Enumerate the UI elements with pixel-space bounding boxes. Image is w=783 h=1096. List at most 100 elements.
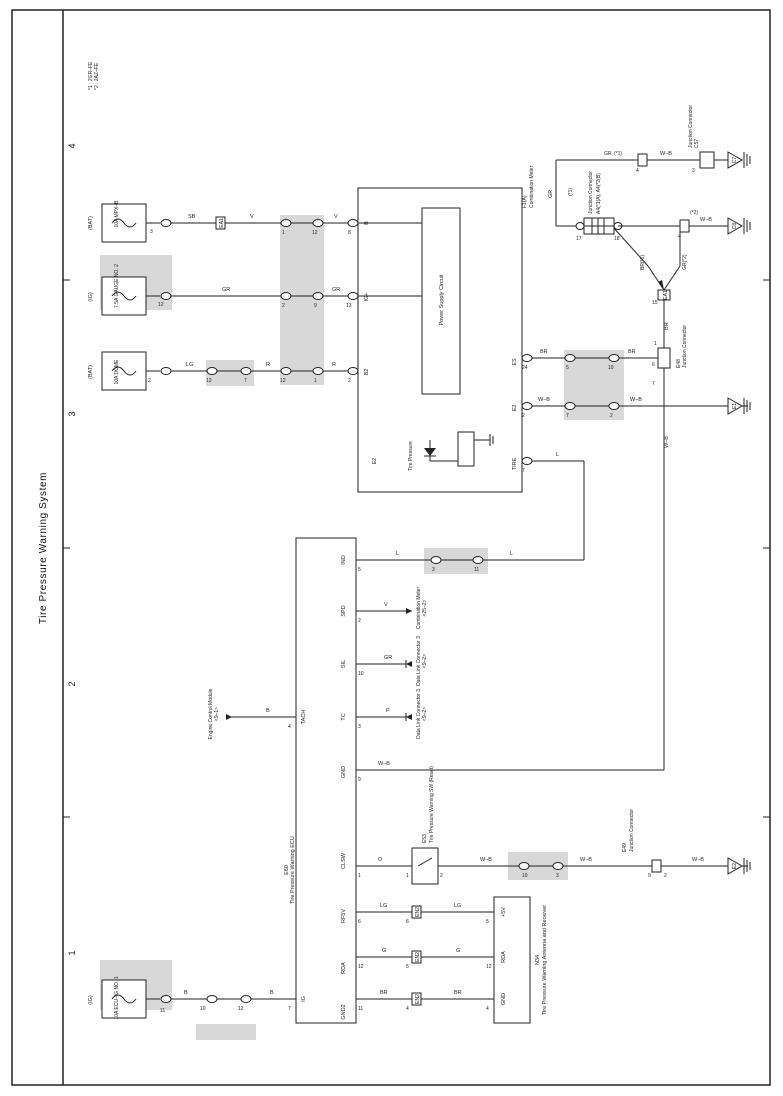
svg-text:10: 10 bbox=[522, 873, 528, 879]
svg-text:2: 2 bbox=[348, 378, 351, 384]
combination-meter: F1(A) Combination Meter Power Supply Cir… bbox=[357, 165, 535, 493]
svg-text:3: 3 bbox=[150, 229, 153, 235]
wire-gnd2: 11 EN2 4 BR BR 4 bbox=[356, 990, 494, 1012]
svg-text:2: 2 bbox=[664, 873, 667, 879]
svg-text:7: 7 bbox=[288, 1006, 291, 1012]
svg-text:Power Supply Circuit: Power Supply Circuit bbox=[439, 274, 445, 326]
svg-text:W–B: W–B bbox=[692, 857, 704, 863]
svg-text:GR(*2): GR(*2) bbox=[682, 254, 688, 270]
svg-text:3: 3 bbox=[432, 567, 435, 573]
wire-b: EA1 1 12 8 SB V V bbox=[171, 214, 422, 236]
wire-clsw: 1 O 1 2 E53 Tire Pressure Warning SW (Re… bbox=[356, 766, 751, 885]
svg-text:GND: GND bbox=[341, 766, 347, 778]
svg-text:IG+: IG+ bbox=[364, 292, 370, 301]
svg-text:10A DOME: 10A DOME bbox=[114, 359, 120, 385]
svg-text:R: R bbox=[266, 362, 270, 368]
svg-text:BR: BR bbox=[454, 990, 462, 996]
svg-text:2: 2 bbox=[610, 413, 613, 419]
svg-text:W–B: W–B bbox=[580, 857, 592, 863]
svg-text:(IG): (IG) bbox=[88, 292, 94, 302]
svg-text:Combination Meter: Combination Meter bbox=[416, 587, 422, 630]
svg-text:1: 1 bbox=[654, 341, 657, 347]
svg-text:CLSW: CLSW bbox=[341, 852, 347, 869]
svg-text:W–B: W–B bbox=[378, 761, 390, 767]
svg-text:11: 11 bbox=[474, 567, 479, 573]
svg-text:2: 2 bbox=[522, 413, 525, 419]
page-frame bbox=[11, 9, 771, 1086]
svg-text:+5V: +5V bbox=[501, 907, 507, 917]
svg-text:5: 5 bbox=[566, 365, 569, 371]
svg-text:Junction Connector: Junction Connector bbox=[588, 171, 594, 214]
svg-text:11: 11 bbox=[358, 1006, 363, 1012]
svg-text:O: O bbox=[378, 857, 383, 863]
svg-text:E60: E60 bbox=[284, 865, 290, 875]
svg-text:LG: LG bbox=[186, 362, 193, 368]
svg-text:C7: C7 bbox=[732, 157, 738, 164]
ground-c8: 4 W–B (*2) C8 bbox=[618, 210, 751, 240]
zone-label-1: 1 bbox=[67, 950, 77, 955]
svg-text:5: 5 bbox=[358, 567, 361, 573]
svg-text:RDA: RDA bbox=[501, 951, 507, 963]
tire-pin: 7 bbox=[521, 457, 533, 474]
svg-text:9: 9 bbox=[358, 777, 361, 783]
wire-ind: 5 3 11 L L L bbox=[356, 452, 585, 573]
svg-text:GR: GR bbox=[222, 287, 230, 293]
svg-text:Tire Pressure Warning ECU: Tire Pressure Warning ECU bbox=[290, 836, 296, 904]
svg-text:B: B bbox=[270, 990, 274, 996]
svg-text:EN2: EN2 bbox=[415, 994, 421, 1004]
svg-text:(*2): (*2) bbox=[690, 210, 698, 216]
zone-ticks bbox=[63, 279, 770, 818]
svg-text:L: L bbox=[396, 551, 399, 557]
svg-text:9: 9 bbox=[648, 873, 651, 879]
svg-text:3: 3 bbox=[692, 168, 695, 174]
svg-text:EN2: EN2 bbox=[415, 952, 421, 962]
svg-text:<9–2>: <9–2> bbox=[422, 707, 428, 721]
fuse-gauge: (IG) 7.5A GAUGE NO. 2 12 bbox=[88, 264, 172, 316]
svg-text:EN2: EN2 bbox=[415, 907, 421, 917]
svg-text:GR: GR bbox=[604, 151, 612, 157]
svg-text:E49: E49 bbox=[622, 843, 628, 852]
svg-text:E2: E2 bbox=[372, 458, 378, 464]
zone-label-4: 4 bbox=[67, 143, 77, 148]
svg-text:SPD: SPD bbox=[341, 605, 347, 616]
svg-text:Data Link Connector 3: Data Link Connector 3 bbox=[416, 689, 422, 739]
junction-connector-a4: 17 18 Junction Connector A4(*1(A), A4(*2… bbox=[548, 151, 638, 242]
svg-text:15: 15 bbox=[652, 300, 658, 306]
svg-text:N34: N34 bbox=[535, 955, 541, 965]
wire-e2: 2 7 2 W–B W–B E1 W–B bbox=[521, 397, 751, 448]
svg-text:V: V bbox=[384, 602, 388, 608]
svg-text:12: 12 bbox=[358, 964, 364, 970]
wire-b2: 13 7 12 1 2 LG R R bbox=[171, 362, 359, 384]
svg-text:BR: BR bbox=[540, 349, 548, 355]
svg-text:B2: B2 bbox=[364, 369, 370, 376]
svg-text:EA1: EA1 bbox=[663, 290, 669, 300]
svg-text:GND2: GND2 bbox=[341, 1004, 347, 1019]
svg-text:(BAT): (BAT) bbox=[88, 365, 94, 379]
svg-text:5: 5 bbox=[406, 964, 409, 970]
svg-text:Tire Pressure Warning Antenna: Tire Pressure Warning Antenna and Receiv… bbox=[542, 905, 548, 1015]
svg-text:R: R bbox=[332, 362, 336, 368]
wire-gnd: 9 W–B bbox=[356, 356, 665, 783]
svg-text:GR: GR bbox=[384, 655, 392, 661]
meter-connector-shade bbox=[280, 215, 324, 385]
wire-sil: 10 GR Data Link Connector 3 <9–2> bbox=[356, 636, 428, 686]
svg-text:17: 17 bbox=[576, 236, 582, 242]
diagram-title: Tire Pressure Warning System bbox=[38, 472, 49, 624]
svg-text:E53: E53 bbox=[422, 834, 428, 843]
svg-text:2: 2 bbox=[148, 378, 151, 384]
svg-text:10: 10 bbox=[608, 365, 614, 371]
svg-text:W–B: W–B bbox=[664, 436, 670, 448]
svg-text:1: 1 bbox=[358, 873, 361, 879]
svg-text:W–B: W–B bbox=[700, 217, 712, 223]
svg-text:E48: E48 bbox=[676, 359, 682, 368]
svg-text:2: 2 bbox=[358, 618, 361, 624]
note-1: *1 : 2GR–FE bbox=[88, 61, 94, 90]
ig-connector-shade bbox=[196, 1024, 256, 1040]
svg-text:4: 4 bbox=[678, 234, 681, 240]
svg-text:E2: E2 bbox=[732, 863, 738, 869]
svg-text:(BAT): (BAT) bbox=[88, 216, 94, 230]
svg-text:E1: E1 bbox=[732, 403, 738, 409]
wire-es: 24 5 10 BR BR 1 6 7 E48 Junction Connect… bbox=[521, 325, 688, 387]
svg-text:6: 6 bbox=[406, 919, 409, 925]
